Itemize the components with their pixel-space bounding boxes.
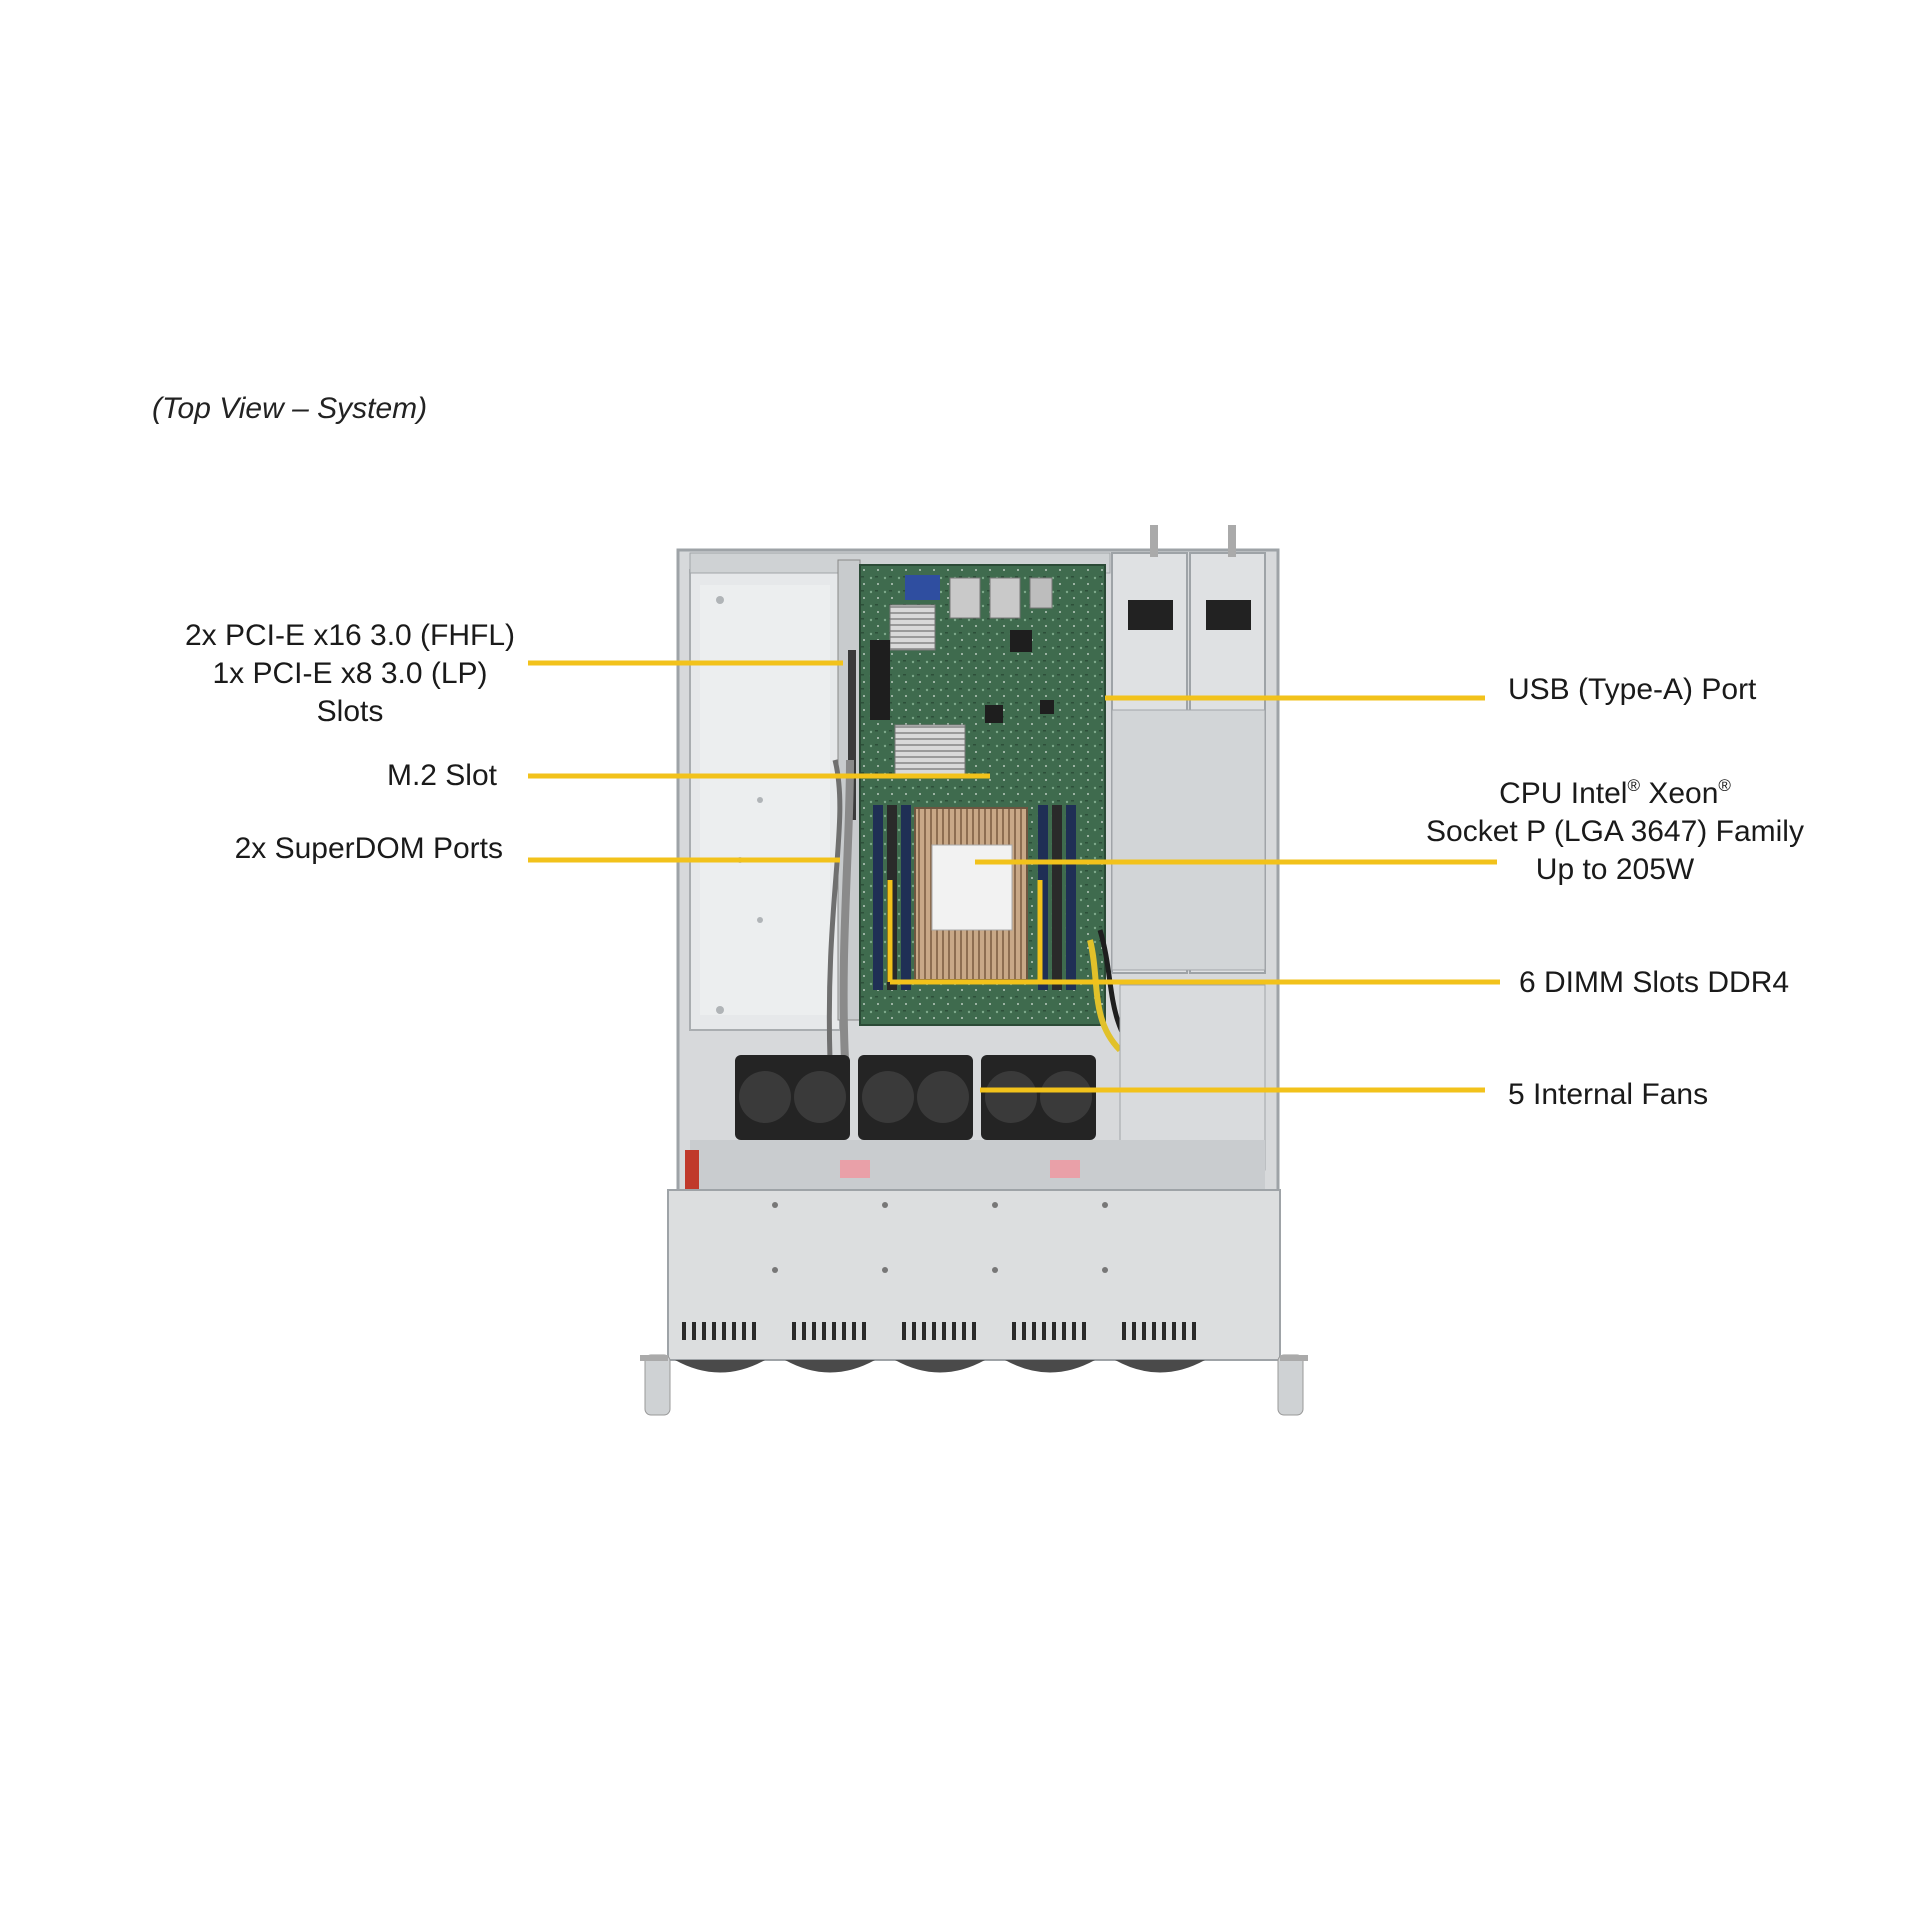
callout-superdom: 2x SuperDOM Ports <box>234 832 503 865</box>
callout-pcie: 2x PCI-E x16 3.0 (FHFL) 1x PCI-E x8 3.0 … <box>184 619 516 728</box>
callout-cpu: CPU Intel® Xeon® Socket P (LGA 3647) Fam… <box>1400 775 1830 889</box>
internal-fans <box>735 1055 1096 1140</box>
callout-fans: 5 Internal Fans <box>1508 1078 1709 1111</box>
cpu-line-1: CPU Intel® Xeon® <box>1499 776 1731 810</box>
callout-dimm: 6 DIMM Slots DDR4 <box>1519 966 1790 999</box>
caption: (Top View – System) <box>152 392 428 425</box>
callout-usb: USB (Type-A) Port <box>1508 673 1757 706</box>
callout-m2: M.2 Slot <box>386 759 497 792</box>
